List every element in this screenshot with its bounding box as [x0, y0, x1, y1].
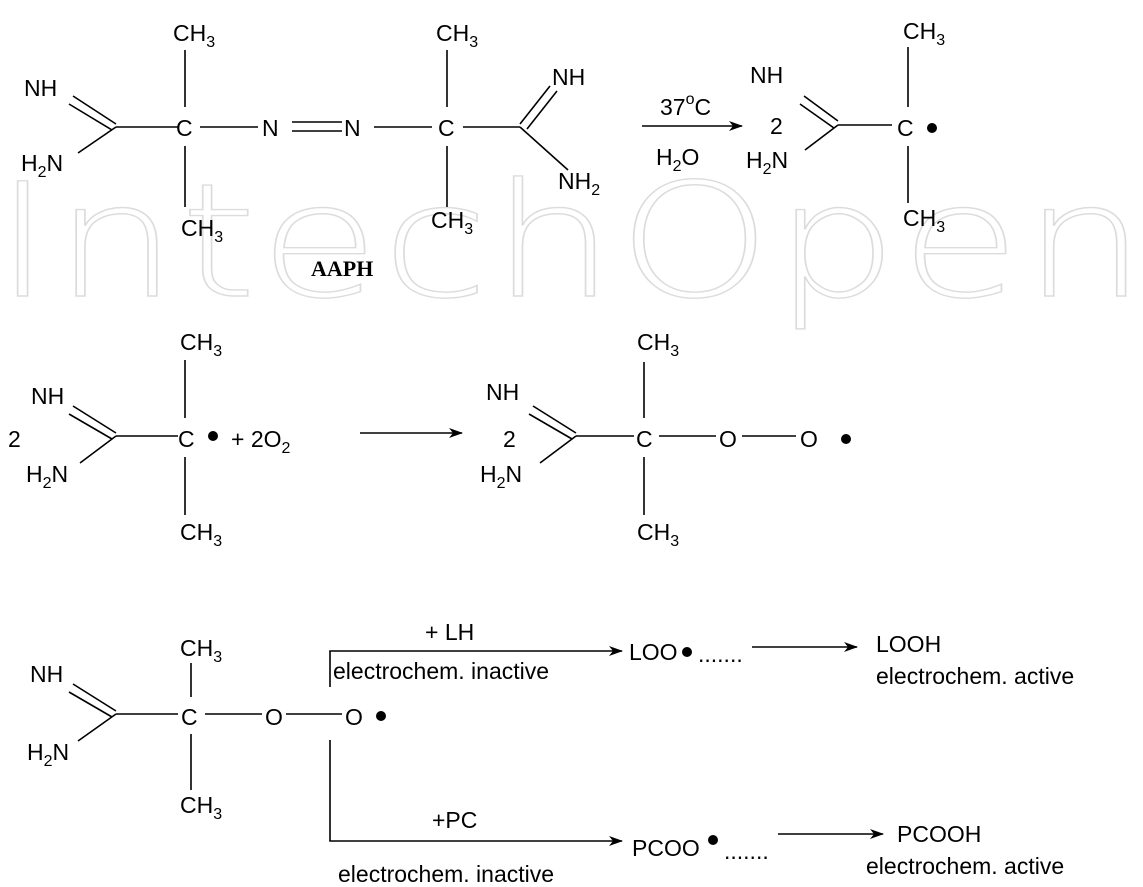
amidinopropyl-radical: NH 2 H2N C CH3 CH3: [746, 18, 945, 236]
radical-dot: [927, 123, 937, 133]
atom-h2n: H2N: [480, 461, 522, 492]
atom-h2n: H2N: [26, 461, 68, 492]
atom-nh: NH: [750, 62, 783, 88]
atom-o: O: [719, 426, 737, 452]
ellipsis: .......: [698, 641, 743, 667]
product-note: electrochem. active: [876, 663, 1074, 689]
methyl-group: CH3: [637, 329, 679, 360]
lower-branch: +PC electrochem. inactive PCOO ....... P…: [329, 740, 1064, 887]
atom-o: O: [800, 426, 818, 452]
methyl-group: CH3: [180, 635, 222, 666]
reagent-label: + LH: [425, 619, 474, 645]
radical-dot: [208, 431, 218, 441]
methyl-group: CH3: [903, 18, 945, 49]
methyl-group: CH3: [903, 205, 945, 236]
atom-nh: NH: [31, 383, 64, 409]
atom-c: C: [636, 426, 653, 452]
atom-h2n: H2N: [746, 147, 788, 178]
product-label: PCOOH: [897, 821, 981, 847]
atom-o: O: [345, 704, 363, 730]
methyl-group: CH3: [173, 20, 215, 51]
intermediate-label: LOO: [629, 639, 678, 665]
radical-dot: [841, 434, 851, 444]
reaction-arrow-conditions: 37oC H2O: [642, 91, 743, 175]
methyl-group: CH3: [180, 329, 222, 360]
stoichiometric-coefficient: 2: [503, 426, 516, 452]
atom-nh: NH: [552, 64, 585, 90]
radical-dot: [376, 711, 386, 721]
amidinopropyl-radical: NH 2 H2N C CH3 CH3: [8, 329, 222, 550]
atom-c: C: [176, 115, 193, 141]
oxygen-reagent: + 2O2: [231, 426, 291, 457]
atom-n: N: [344, 115, 361, 141]
atom-h2n: H2N: [21, 150, 63, 181]
temperature-label: 37oC: [660, 91, 711, 120]
atom-c: C: [181, 704, 198, 730]
atom-o: O: [265, 704, 283, 730]
peroxyl-radical: NH H2N C O O CH3 CH3: [27, 635, 386, 823]
peroxyl-radical: NH 2 H2N C O O CH3 CH3: [480, 329, 851, 550]
compound-name: AAPH: [311, 256, 373, 281]
intermediate-label: PCOO: [632, 835, 700, 861]
aaph-molecule: NH H2N C CH3 CH3 N N C CH3 CH3 NH NH2 AA…: [21, 20, 600, 281]
atom-nh: NH: [24, 75, 57, 101]
stoichiometric-coefficient: 2: [770, 113, 783, 139]
radical-dot: [708, 835, 718, 845]
atom-nh: NH: [486, 379, 519, 405]
ellipsis: .......: [724, 838, 769, 864]
product-label: LOOH: [876, 631, 941, 657]
atom-h2n: H2N: [27, 739, 69, 770]
condition-note: electrochem. inactive: [338, 861, 554, 887]
methyl-group: CH3: [637, 519, 679, 550]
stoichiometric-coefficient: 2: [8, 426, 21, 452]
atom-c: C: [897, 115, 914, 141]
radical-dot: [682, 647, 692, 657]
upper-branch: + LH electrochem. inactive LOO ....... L…: [329, 619, 1074, 689]
methyl-group: CH3: [431, 207, 473, 238]
atom-c: C: [178, 426, 195, 452]
atom-c: C: [438, 115, 455, 141]
methyl-group: CH3: [180, 519, 222, 550]
condition-note: electrochem. inactive: [333, 658, 549, 684]
methyl-group: CH3: [180, 792, 222, 823]
atom-nh2: NH2: [558, 168, 600, 199]
solvent-label: H2O: [656, 144, 699, 175]
atom-n: N: [262, 115, 279, 141]
watermark: IntechOpen: [0, 150, 1143, 334]
product-note: electrochem. active: [866, 853, 1064, 879]
atom-nh: NH: [30, 661, 63, 687]
methyl-group: CH3: [181, 215, 223, 246]
methyl-group: CH3: [436, 20, 478, 51]
reagent-label: +PC: [432, 807, 477, 833]
